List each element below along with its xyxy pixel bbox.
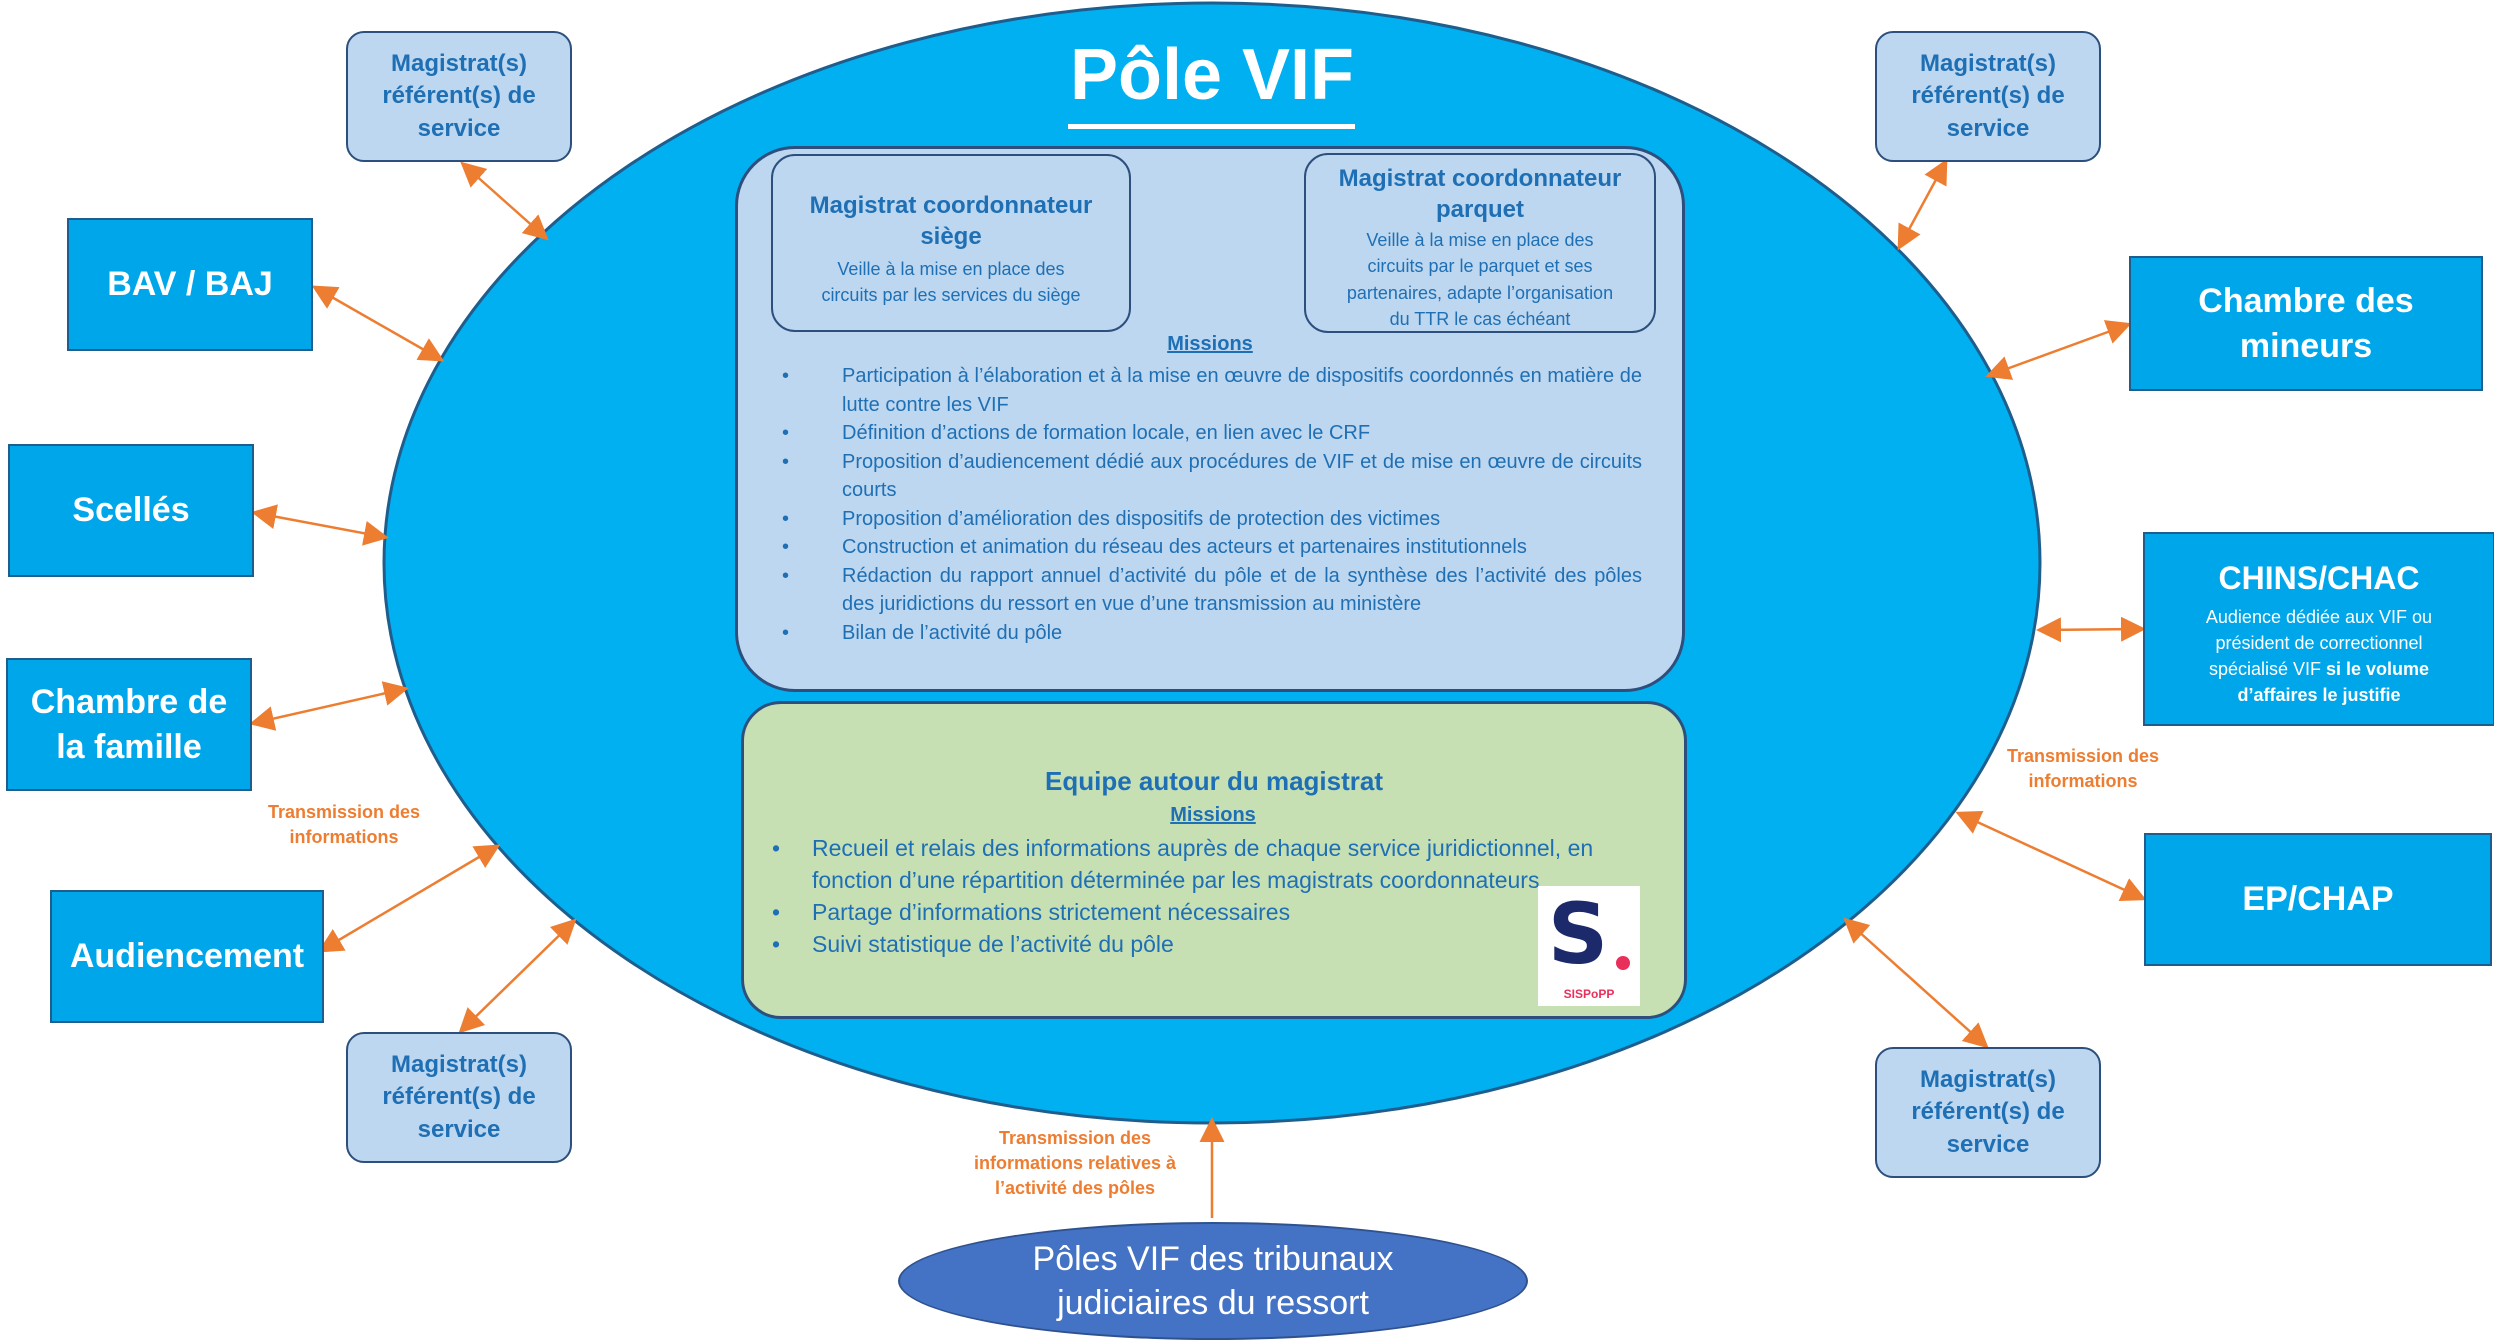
transmission-note-left: Transmission des informations — [267, 802, 421, 848]
scelles-box: Scellés — [8, 444, 254, 577]
coordinator-parquet-title: Magistrat coordonnateur parquet — [1338, 165, 1622, 224]
bottom-line-2: judiciaires du ressort — [1057, 1284, 1369, 1322]
missions-panel — [735, 146, 1685, 692]
referent-line: service — [1946, 114, 2030, 142]
missions-list: •Participation à l’élaboration et à la m… — [782, 362, 1642, 647]
poles-vif-ressort-ellipse: Pôles VIF des tribunaux judiciaires du r… — [898, 1222, 1528, 1340]
referent-line: service — [417, 114, 501, 142]
arrow-epchap — [1955, 811, 2147, 901]
referent-line: référent(s) de — [382, 1083, 536, 1111]
coordinator-siege-box: Magistrat coordonnateur siège Veille à l… — [771, 154, 1131, 332]
bav-baj-box: BAV / BAJ — [67, 218, 313, 351]
transmission-note-bottom: Transmission des informations relatives … — [973, 1128, 1177, 1199]
arrow-famille — [249, 681, 409, 731]
title-underline — [1068, 124, 1355, 129]
arrow-chins — [2036, 616, 2146, 643]
transmission-note-right: Transmission des informations — [2006, 746, 2160, 792]
arrow-scelles — [251, 504, 389, 546]
list-item: •Proposition d’audiencement dédié aux pr… — [782, 450, 1642, 502]
arrow-referent-bottom-right — [1843, 917, 1989, 1049]
arrow-referent-bottom-left — [458, 918, 577, 1034]
list-item: •Proposition d’amélioration des disposit… — [782, 507, 1441, 530]
arrow-audiencement — [317, 844, 501, 953]
team-panel — [741, 701, 1687, 1019]
team-title: Equipe autour du magistrat — [1044, 766, 1384, 796]
referent-line: référent(s) de — [382, 82, 536, 110]
ep-chap-box: EP/CHAP — [2144, 833, 2492, 966]
chambre-mineurs-box: Chambre des mineurs — [2129, 256, 2483, 391]
referent-line: Magistrat(s) — [1919, 1065, 2057, 1093]
referent-line: référent(s) de — [1911, 1098, 2065, 1126]
list-item: •Rédaction du rapport annuel d’activité … — [782, 564, 1642, 616]
list-item: •Recueil et relais des informations aupr… — [772, 835, 1594, 893]
chins-text: Audience dédiée aux VIF ou président de … — [2205, 606, 2433, 705]
sispopp-logo: S SISPoPP — [1538, 886, 1640, 1006]
referent-box-top-right: Magistrat(s) référent(s) de service — [1875, 31, 2101, 162]
chambre-famille-box: Chambre de la famille — [6, 658, 252, 791]
list-item: •Partage d’informations strictement néce… — [772, 899, 1291, 925]
arrow-bav — [311, 285, 445, 362]
chins-chac-box: CHINS/CHAC Audience dédiée aux VIF ou pr… — [2143, 532, 2494, 726]
list-item: •Participation à l’élaboration et à la m… — [782, 365, 1642, 416]
referent-line: Magistrat(s) — [390, 1050, 528, 1078]
referent-line: Magistrat(s) — [1919, 49, 2057, 77]
logo-name: SISPoPP — [1563, 987, 1615, 1001]
referent-box-bottom-left: Magistrat(s) référent(s) de service — [346, 1032, 572, 1163]
team-missions-label: Missions — [1170, 804, 1256, 826]
referent-line: service — [1946, 1130, 2030, 1158]
chins-title: CHINS/CHAC — [2218, 560, 2420, 596]
referent-box-bottom-right: Magistrat(s) référent(s) de service — [1875, 1047, 2101, 1178]
coordinator-siege-text: Veille à la mise en place des circuits p… — [821, 259, 1081, 306]
referent-line: référent(s) de — [1911, 82, 2065, 110]
missions-label: Missions — [1167, 333, 1253, 355]
logo-letter: S — [1547, 885, 1609, 983]
logo-dot — [1616, 956, 1630, 970]
list-item: •Construction et animation du réseau des… — [782, 536, 1527, 558]
list-item: •Suivi statistique de l’activité du pôle — [772, 931, 1174, 957]
arrow-mineurs — [1985, 320, 2132, 380]
coordinator-parquet-box: Magistrat coordonnateur parquet Veille à… — [1304, 153, 1656, 333]
referent-line: service — [417, 1115, 501, 1143]
coordinator-parquet-text: Veille à la mise en place des circuits p… — [1346, 230, 1614, 329]
referent-box-top-left: Magistrat(s) référent(s) de service — [346, 31, 572, 162]
bottom-line-1: Pôles VIF des tribunaux — [1032, 1239, 1394, 1278]
audiencement-box: Audiencement — [50, 890, 324, 1023]
arrow-referent-top-left — [460, 161, 549, 241]
page-title: Pôle VIF — [1069, 35, 1355, 115]
list-item: •Bilan de l’activité du pôle — [782, 621, 1063, 644]
coordinator-siege-title: Magistrat coordonnateur siège — [809, 192, 1093, 251]
arrow-referent-top-right — [1897, 158, 1948, 251]
list-item: •Définition d’actions de formation local… — [782, 422, 1371, 444]
team-missions-list: •Recueil et relais des informations aupr… — [772, 832, 1652, 960]
referent-line: Magistrat(s) — [390, 49, 528, 77]
